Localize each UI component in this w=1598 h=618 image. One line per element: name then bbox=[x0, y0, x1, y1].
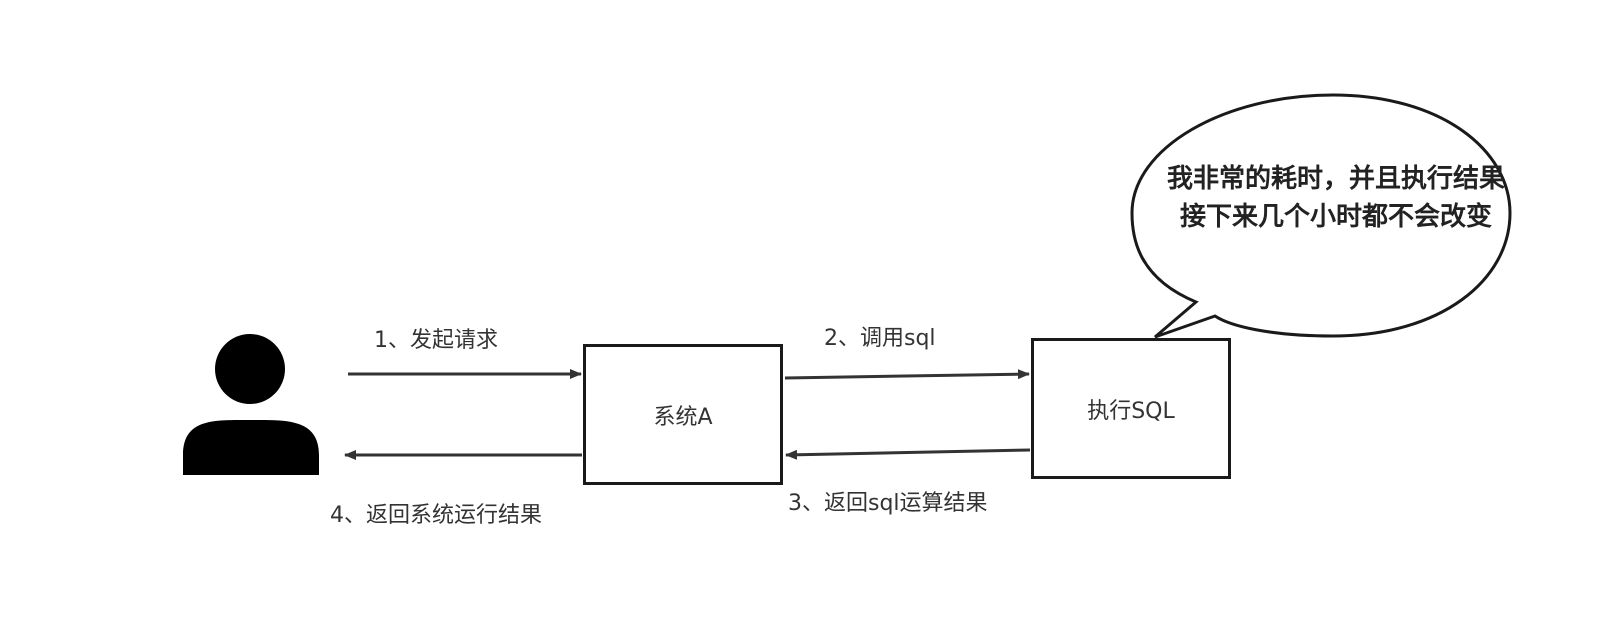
step1-label: 1、发起请求 bbox=[374, 328, 498, 353]
step2-label: 2、调用sql bbox=[824, 326, 936, 351]
execute-sql-node: 执行SQL bbox=[1031, 338, 1231, 479]
callout-bubble bbox=[1130, 93, 1512, 339]
system-a-node: 系统A bbox=[583, 344, 783, 485]
arrow-step3 bbox=[785, 448, 1031, 460]
system-a-label: 系统A bbox=[653, 404, 713, 430]
user-icon bbox=[183, 334, 319, 475]
arrow-step2 bbox=[784, 369, 1030, 380]
execute-sql-label: 执行SQL bbox=[1087, 398, 1175, 424]
callout-text: 我非常的耗时，并且执行结果接下来几个小时都不会改变 bbox=[1166, 164, 1505, 232]
step4-label: 4、返回系统运行结果 bbox=[330, 503, 542, 528]
step3-label: 3、返回sql运算结果 bbox=[788, 491, 988, 516]
